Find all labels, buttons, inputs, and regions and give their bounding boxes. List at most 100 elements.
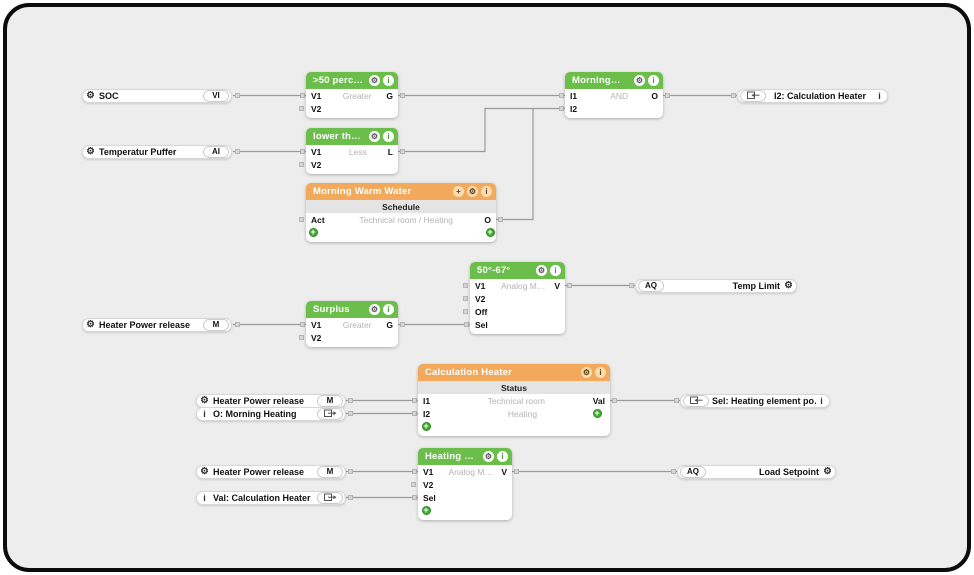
gear-icon[interactable]: ⚙ [467,186,478,197]
input-port-label[interactable]: I1 [570,90,578,101]
input-port-label[interactable]: V2 [311,103,322,114]
connector-nub[interactable] [298,106,304,111]
connector-nub[interactable] [234,149,240,154]
connector-nub[interactable] [347,495,353,500]
gear-icon[interactable]: ⚙ [483,451,494,462]
gear-icon[interactable]: ⚙ [369,304,380,315]
gear-icon[interactable]: ⚙ [634,75,645,86]
gear-icon[interactable]: ⚙ [581,367,592,378]
connector-nub[interactable] [399,93,405,98]
plus-icon[interactable]: + [453,186,464,197]
block-header[interactable]: Calculation Heater⚙i [418,364,610,381]
connector-nub[interactable] [347,411,353,416]
gear-icon[interactable]: ⚙ [200,466,209,477]
connector-nub[interactable] [299,149,305,154]
gear-icon[interactable]: ⚙ [86,319,95,330]
block-header[interactable]: Morning…⚙i [565,72,663,89]
input-port-label[interactable]: Sel [423,492,436,503]
connector-nub[interactable] [411,495,417,500]
add-connector-icon[interactable]: + [308,227,318,237]
connector-nub[interactable] [611,398,617,403]
output-port-label[interactable]: V [554,280,560,291]
info-icon[interactable]: i [595,367,606,378]
block-header[interactable]: 50°-67°⚙i [470,262,565,279]
connector-nub[interactable] [513,469,519,474]
input-port-label[interactable]: Sel [475,319,488,330]
connector-nub[interactable] [730,93,736,98]
connector-nub[interactable] [558,93,564,98]
input-port-label[interactable]: Off [475,306,488,317]
block-header[interactable]: Surplus⚙i [306,301,398,318]
connector-nub[interactable] [497,217,503,222]
connector-nub[interactable] [411,411,417,416]
info-icon[interactable]: i [648,75,659,86]
output-port-label[interactable]: G [386,90,393,101]
input-port-label[interactable]: V2 [311,159,322,170]
connector-nub[interactable] [347,398,353,403]
connector-nub[interactable] [298,335,304,340]
info-icon[interactable]: i [550,265,561,276]
add-connector-icon[interactable]: + [592,408,602,418]
output-port-label[interactable]: V [501,466,507,477]
connector-nub[interactable] [566,283,572,288]
info-icon[interactable]: i [383,304,394,315]
block-header[interactable]: lower th…⚙i [306,128,398,145]
connector-nub[interactable] [298,217,304,222]
connector-nub[interactable] [347,469,353,474]
output-port-label[interactable]: L [387,146,393,157]
output-port-label[interactable]: Val [592,395,605,406]
connector-nub[interactable] [410,482,416,487]
info-icon[interactable]: i [497,451,508,462]
info-icon[interactable]: i [481,186,492,197]
gear-icon[interactable]: ⚙ [200,395,209,406]
connector-nub[interactable] [664,93,670,98]
connector-nub[interactable] [399,149,405,154]
input-port-label[interactable]: Act [311,214,325,225]
connector-nub[interactable] [462,309,468,314]
input-port-label[interactable]: V1 [311,146,322,157]
output-port-label[interactable]: G [386,319,393,330]
input-port-label[interactable]: I2 [570,103,578,114]
add-connector-icon[interactable]: + [421,505,431,515]
gear-icon[interactable]: ⚙ [369,131,380,142]
output-port-label[interactable]: O [651,90,658,101]
add-connector-icon[interactable]: + [485,227,495,237]
connector-nub[interactable] [299,322,305,327]
input-port-label[interactable]: V1 [311,319,322,330]
input-port-label[interactable]: I1 [423,395,431,406]
info-icon[interactable]: i [383,131,394,142]
input-port-label[interactable]: V1 [423,466,434,477]
output-reference-pill[interactable]: Sel: Heating element po…i [680,393,830,408]
connector-nub[interactable] [558,106,564,111]
connector-nub[interactable] [234,93,240,98]
add-connector-icon[interactable]: + [421,421,431,431]
input-port-label[interactable]: V1 [475,280,486,291]
connector-nub[interactable] [462,296,468,301]
gear-icon[interactable]: ⚙ [369,75,380,86]
connector-nub[interactable] [628,283,634,288]
gear-icon[interactable]: ⚙ [86,90,95,101]
input-port-label[interactable]: V2 [475,293,486,304]
input-port-label[interactable]: I2 [423,408,431,419]
connector-nub[interactable] [673,398,679,403]
connector-nub[interactable] [298,162,304,167]
connector-nub[interactable] [411,469,417,474]
connector-nub[interactable] [670,469,676,474]
block-header[interactable]: >50 perc…⚙i [306,72,398,89]
